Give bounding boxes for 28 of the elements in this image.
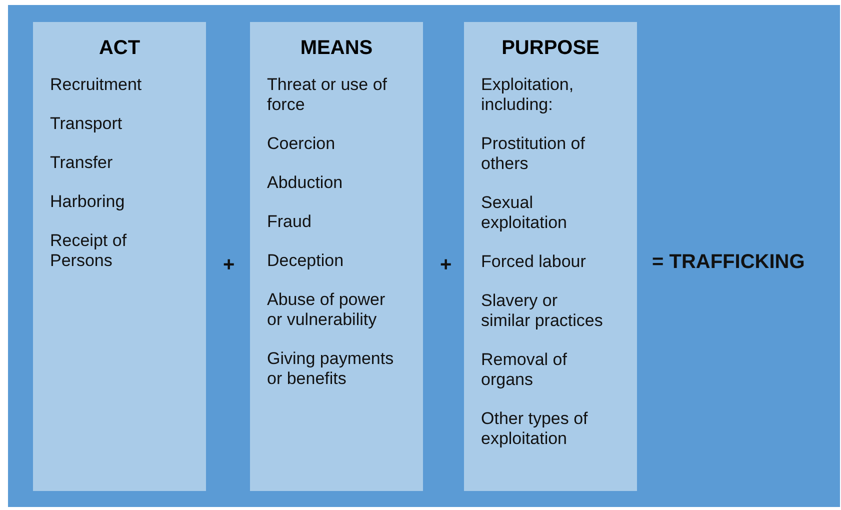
list-item: Forced labour: [481, 252, 587, 272]
list-item: Abuse of power or vulnerability: [267, 290, 386, 330]
list-item: Transport: [50, 114, 124, 134]
list-item: Fraud: [267, 212, 312, 232]
list-item: Exploitation, including:: [481, 75, 575, 115]
column-heading: MEANS: [299, 36, 374, 60]
list-item: Prostitution of others: [481, 134, 586, 174]
list-item: Abduction: [267, 173, 344, 193]
result-label: = TRAFFICKING: [652, 250, 805, 274]
list-item: Transfer: [50, 153, 114, 173]
column-panel: [33, 22, 206, 491]
list-item: Sexual exploitation: [481, 193, 568, 233]
list-item: Recruitment: [50, 75, 143, 95]
list-item: Other types of exploitation: [481, 409, 589, 449]
list-item: Harboring: [50, 192, 126, 212]
list-item: Coercion: [267, 134, 336, 154]
column-panel: [464, 22, 637, 491]
column-panel: [250, 22, 423, 491]
plus-sign: +: [223, 253, 235, 277]
list-item: Receipt of Persons: [50, 231, 128, 271]
list-item: Deception: [267, 251, 345, 271]
column-heading: PURPOSE: [500, 36, 600, 60]
list-item: Threat or use of force: [267, 75, 388, 115]
list-item: Removal of organs: [481, 350, 568, 390]
column-heading: ACT: [98, 36, 142, 60]
list-item: Giving payments or benefits: [267, 349, 395, 389]
plus-sign: +: [440, 253, 452, 277]
list-item: Slavery or similar practices: [481, 291, 604, 331]
